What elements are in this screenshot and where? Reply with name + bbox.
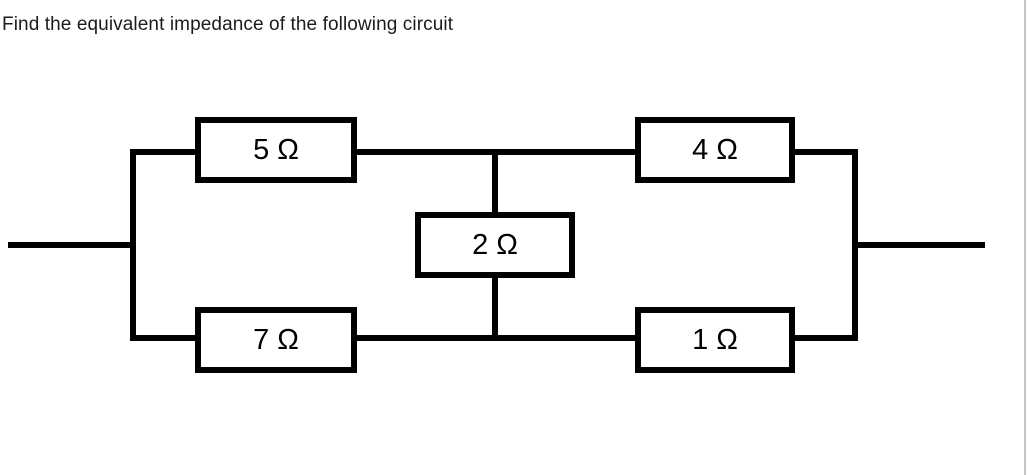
resistor-1-ohm: 1 Ω (635, 307, 795, 373)
wire-left-bus (130, 149, 136, 341)
wire-input-terminal (8, 242, 136, 248)
wire-middle-lower (492, 278, 498, 338)
wire-bottom-middle (357, 335, 635, 341)
wire-top-left (136, 149, 195, 155)
resistor-7-ohm-label: 7 Ω (253, 323, 299, 356)
wire-output-terminal (858, 242, 985, 248)
wire-bottom-right (795, 335, 852, 341)
resistor-2-ohm: 2 Ω (415, 212, 575, 278)
wire-top-right (795, 149, 858, 155)
wire-middle-upper (492, 152, 498, 212)
resistor-5-ohm: 5 Ω (195, 117, 357, 183)
wire-right-bus (852, 149, 858, 341)
page-edge-divider (1024, 0, 1026, 475)
resistor-4-ohm: 4 Ω (635, 117, 795, 183)
resistor-1-ohm-label: 1 Ω (692, 323, 738, 356)
resistor-2-ohm-label: 2 Ω (472, 228, 518, 261)
question-title: Find the equivalent impedance of the fol… (2, 14, 454, 35)
resistor-7-ohm: 7 Ω (195, 307, 357, 373)
resistor-4-ohm-label: 4 Ω (692, 133, 738, 166)
resistor-5-ohm-label: 5 Ω (253, 133, 299, 166)
wire-bottom-left (136, 335, 195, 341)
